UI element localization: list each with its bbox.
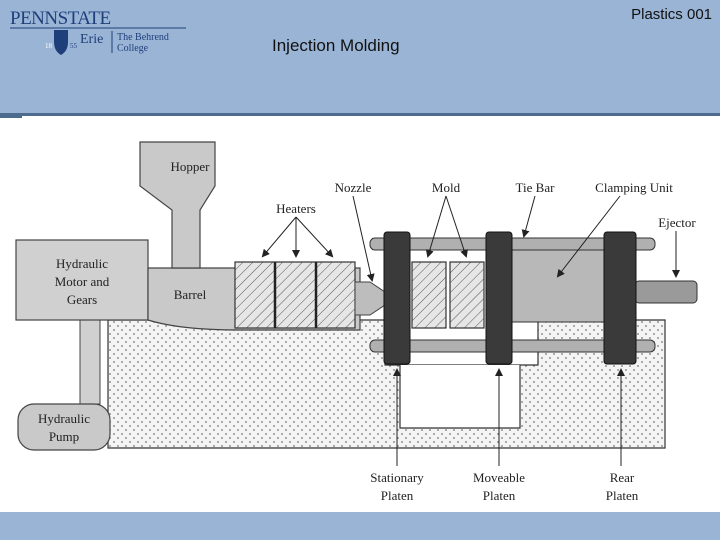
logo-year-left: 18 — [45, 42, 53, 50]
label-clamping-unit: Clamping Unit — [595, 180, 673, 195]
logo-college-line2: College — [117, 43, 149, 54]
nittany-lion-shield-icon — [54, 30, 68, 55]
header-rule — [0, 113, 720, 116]
stationary-platen — [383, 231, 411, 365]
label-rear-platen-line2: Platen — [606, 488, 639, 503]
mold — [411, 261, 485, 329]
logo-wordmark: PENNSTATE — [10, 8, 111, 29]
label-hopper: Hopper — [171, 159, 211, 174]
header-rule-accent — [0, 116, 22, 118]
label-hydraulic-pump-line2: Pump — [49, 429, 79, 444]
hydraulic-line — [79, 319, 101, 405]
label-stationary-platen-line2: Platen — [381, 488, 414, 503]
header-band — [0, 0, 720, 113]
label-moveable-platen-line2: Platen — [483, 488, 516, 503]
injection-molding-diagram: Hopper Nozzle Mold Tie Bar Clamping Unit… — [15, 141, 698, 503]
footer-band — [0, 512, 720, 540]
label-hydraulic-pump-line1: Hydraulic — [38, 411, 90, 426]
label-tie-bar: Tie Bar — [516, 180, 556, 195]
hydraulic-pump — [17, 403, 111, 451]
moveable-platen — [485, 231, 513, 365]
logo-college-line1: The Behrend — [117, 32, 169, 43]
ejector-rod — [634, 280, 698, 304]
label-stationary-platen-line1: Stationary — [370, 470, 424, 485]
pennstate-erie-logo: PENNSTATE 18 55 Erie The Behrend College — [10, 8, 186, 55]
label-heaters: Heaters — [276, 201, 316, 216]
label-barrel: Barrel — [174, 287, 207, 302]
label-mold: Mold — [432, 180, 461, 195]
label-ejector: Ejector — [658, 215, 696, 230]
label-nozzle: Nozzle — [335, 180, 372, 195]
leader-lines — [261, 195, 680, 466]
hopper — [139, 141, 216, 269]
base-slot — [399, 365, 521, 429]
course-label: Plastics 001 — [631, 6, 712, 23]
logo-year-right: 55 — [70, 42, 78, 50]
label-hydraulic-motor-line1: Hydraulic — [56, 256, 108, 271]
logo-campus: Erie — [80, 32, 103, 47]
heater-bands — [234, 261, 356, 329]
clamping-unit — [509, 249, 606, 323]
rear-platen — [603, 231, 637, 365]
label-hydraulic-motor-line2: Motor and — [55, 274, 110, 289]
label-rear-platen-line1: Rear — [610, 470, 635, 485]
label-hydraulic-motor-line3: Gears — [67, 292, 97, 307]
slide-title: Injection Molding — [272, 36, 400, 55]
nozzle — [354, 281, 386, 316]
label-moveable-platen-line1: Moveable — [473, 470, 525, 485]
